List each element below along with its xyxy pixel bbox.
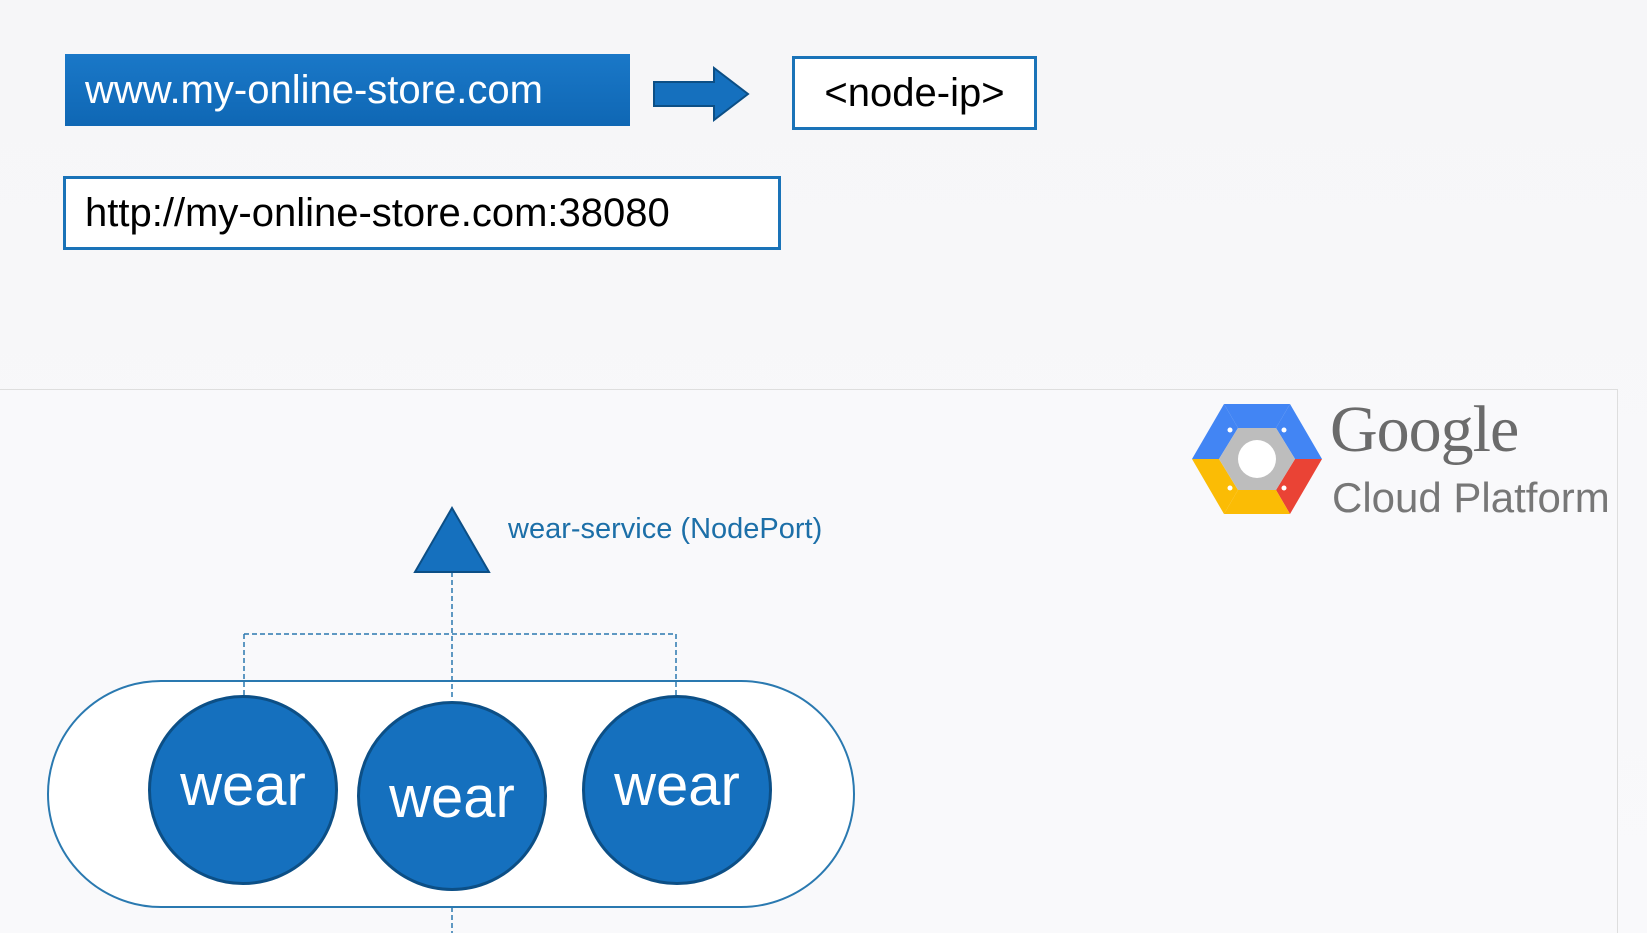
domain-name-box: www.my-online-store.com <box>65 54 630 126</box>
pod-wear-2: wear <box>357 701 547 891</box>
pod-wear-1: wear <box>148 695 338 885</box>
pod-label: wear <box>614 753 740 818</box>
google-cloud-hexagon-icon <box>1192 404 1322 514</box>
node-ip-box: <node-ip> <box>792 56 1037 130</box>
nodeport-url-box: http://my-online-store.com:38080 <box>63 176 781 250</box>
nodeport-url-text: http://my-online-store.com:38080 <box>85 191 670 235</box>
service-label: wear-service (NodePort) <box>508 513 823 545</box>
arrow-right-icon <box>653 66 750 122</box>
triangle-service-icon <box>413 506 491 573</box>
pod-label: wear <box>180 753 306 818</box>
google-wordmark: Google <box>1330 393 1519 466</box>
pod-wear-3: wear <box>582 695 772 885</box>
domain-name-text: www.my-online-store.com <box>85 68 543 112</box>
pod-label: wear <box>389 765 515 830</box>
cloud-platform-wordmark: Cloud Platform <box>1332 474 1610 521</box>
node-ip-text: <node-ip> <box>824 71 1005 115</box>
